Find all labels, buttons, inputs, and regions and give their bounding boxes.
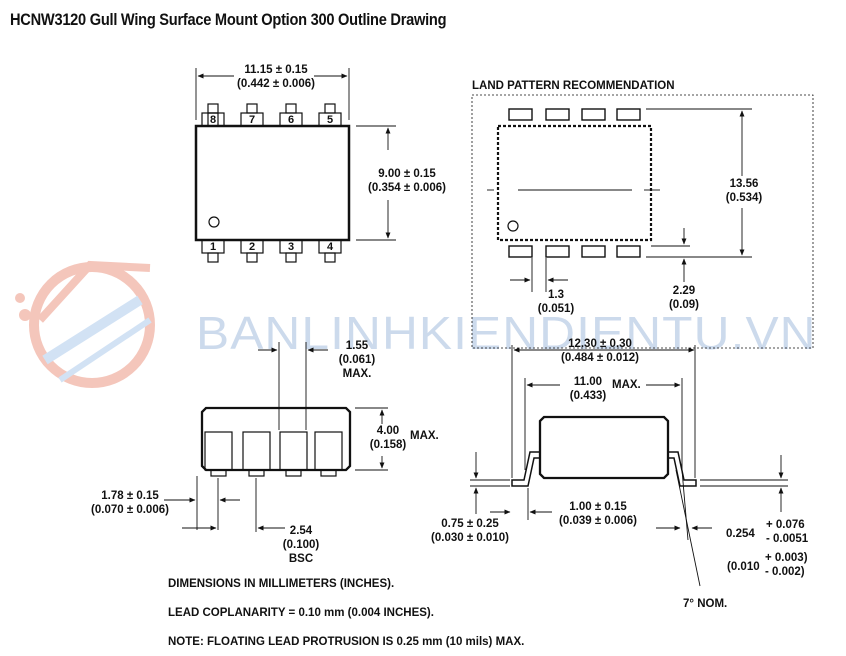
front-offset-label: 1.78 ± 0.15 bbox=[101, 490, 159, 502]
side-thickness-plus-in: + 0.003) bbox=[765, 552, 808, 564]
side-standoff-label: 1.00 ± 0.15 bbox=[569, 501, 627, 513]
side-view bbox=[470, 345, 788, 587]
bottom-pins bbox=[201, 239, 342, 263]
land-pads bbox=[508, 108, 641, 258]
pin-label-7: 7 bbox=[248, 114, 256, 126]
top-pins bbox=[201, 103, 342, 127]
drawing-title: HCNW3120 Gull Wing Surface Mount Option … bbox=[10, 10, 447, 29]
land-pad-label: 2.29 bbox=[672, 285, 696, 297]
front-lead-width-max: MAX. bbox=[342, 368, 372, 380]
pin-label-4: 4 bbox=[326, 241, 334, 253]
note-dimensions: DIMENSIONS IN MILLIMETERS (INCHES). bbox=[168, 578, 395, 590]
pin-label-3: 3 bbox=[287, 241, 295, 253]
note-protrusion: NOTE: FLOATING LEAD PROTRUSION IS 0.25 m… bbox=[168, 636, 525, 648]
front-leads bbox=[204, 431, 343, 477]
top-height-label: 9.00 ± 0.15 bbox=[378, 168, 436, 180]
side-overall-label: 12.30 ± 0.30 bbox=[568, 338, 632, 350]
front-height-label: 4.00 bbox=[376, 425, 400, 437]
front-view bbox=[164, 342, 388, 532]
side-angle-label: 7° NOM. bbox=[683, 598, 728, 610]
land-pitch-label-in: (0.051) bbox=[537, 303, 575, 315]
watermark-logo bbox=[15, 260, 155, 388]
top-view bbox=[194, 68, 396, 263]
front-offset-label-in: (0.070 ± 0.006) bbox=[91, 504, 169, 516]
note-coplanarity: LEAD COPLANARITY = 0.10 mm (0.004 INCHES… bbox=[168, 607, 434, 619]
front-pitch-bsc: BSC bbox=[288, 553, 314, 565]
side-body-max: MAX. bbox=[612, 379, 641, 391]
front-height-label-in: (0.158) bbox=[369, 439, 407, 451]
pin-label-6: 6 bbox=[287, 114, 295, 126]
top-width-label: 11.15 ± 0.15 bbox=[244, 64, 308, 76]
side-foot-label: 0.75 ± 0.25 bbox=[441, 518, 499, 530]
side-overall-label-in: (0.484 ± 0.012) bbox=[561, 352, 639, 364]
land-height-label-in: (0.534) bbox=[725, 192, 763, 204]
front-pitch-label-in: (0.100) bbox=[282, 539, 320, 551]
land-pattern bbox=[471, 94, 814, 349]
side-thickness-minus-in: - 0.002) bbox=[765, 566, 805, 578]
top-width-label-in: (0.442 ± 0.006) bbox=[237, 78, 315, 90]
pin-label-2: 2 bbox=[248, 241, 256, 253]
side-thickness-nominal: 0.254 bbox=[726, 528, 755, 540]
land-pitch-label: 1.3 bbox=[548, 289, 564, 301]
front-lead-width-label: 1.55 bbox=[345, 340, 369, 352]
side-foot-label-in: (0.030 ± 0.010) bbox=[431, 532, 509, 544]
pin-label-1: 1 bbox=[209, 241, 217, 253]
front-pitch-label: 2.54 bbox=[289, 525, 313, 537]
watermark-text: BANLINHKIENDIENTU.VN bbox=[196, 307, 817, 359]
top-height-label-in: (0.354 ± 0.006) bbox=[368, 182, 446, 194]
side-thickness-nominal-in: (0.010 bbox=[727, 561, 760, 573]
land-pattern-title: LAND PATTERN RECOMMENDATION bbox=[472, 80, 675, 92]
front-lead-width-label-in: (0.061) bbox=[338, 354, 376, 366]
side-thickness-minus: - 0.0051 bbox=[766, 533, 809, 545]
land-height-label: 13.56 bbox=[729, 178, 759, 190]
pin-label-8: 8 bbox=[209, 114, 217, 126]
land-pad-label-in: (0.09) bbox=[668, 299, 700, 311]
side-thickness-plus: + 0.076 bbox=[766, 519, 805, 531]
side-body-label-in: (0.433) bbox=[569, 390, 607, 402]
side-body-label: 11.00 bbox=[573, 376, 603, 388]
front-height-max: MAX. bbox=[410, 430, 439, 442]
side-standoff-label-in: (0.039 ± 0.006) bbox=[559, 515, 637, 527]
pin-label-5: 5 bbox=[326, 114, 334, 126]
